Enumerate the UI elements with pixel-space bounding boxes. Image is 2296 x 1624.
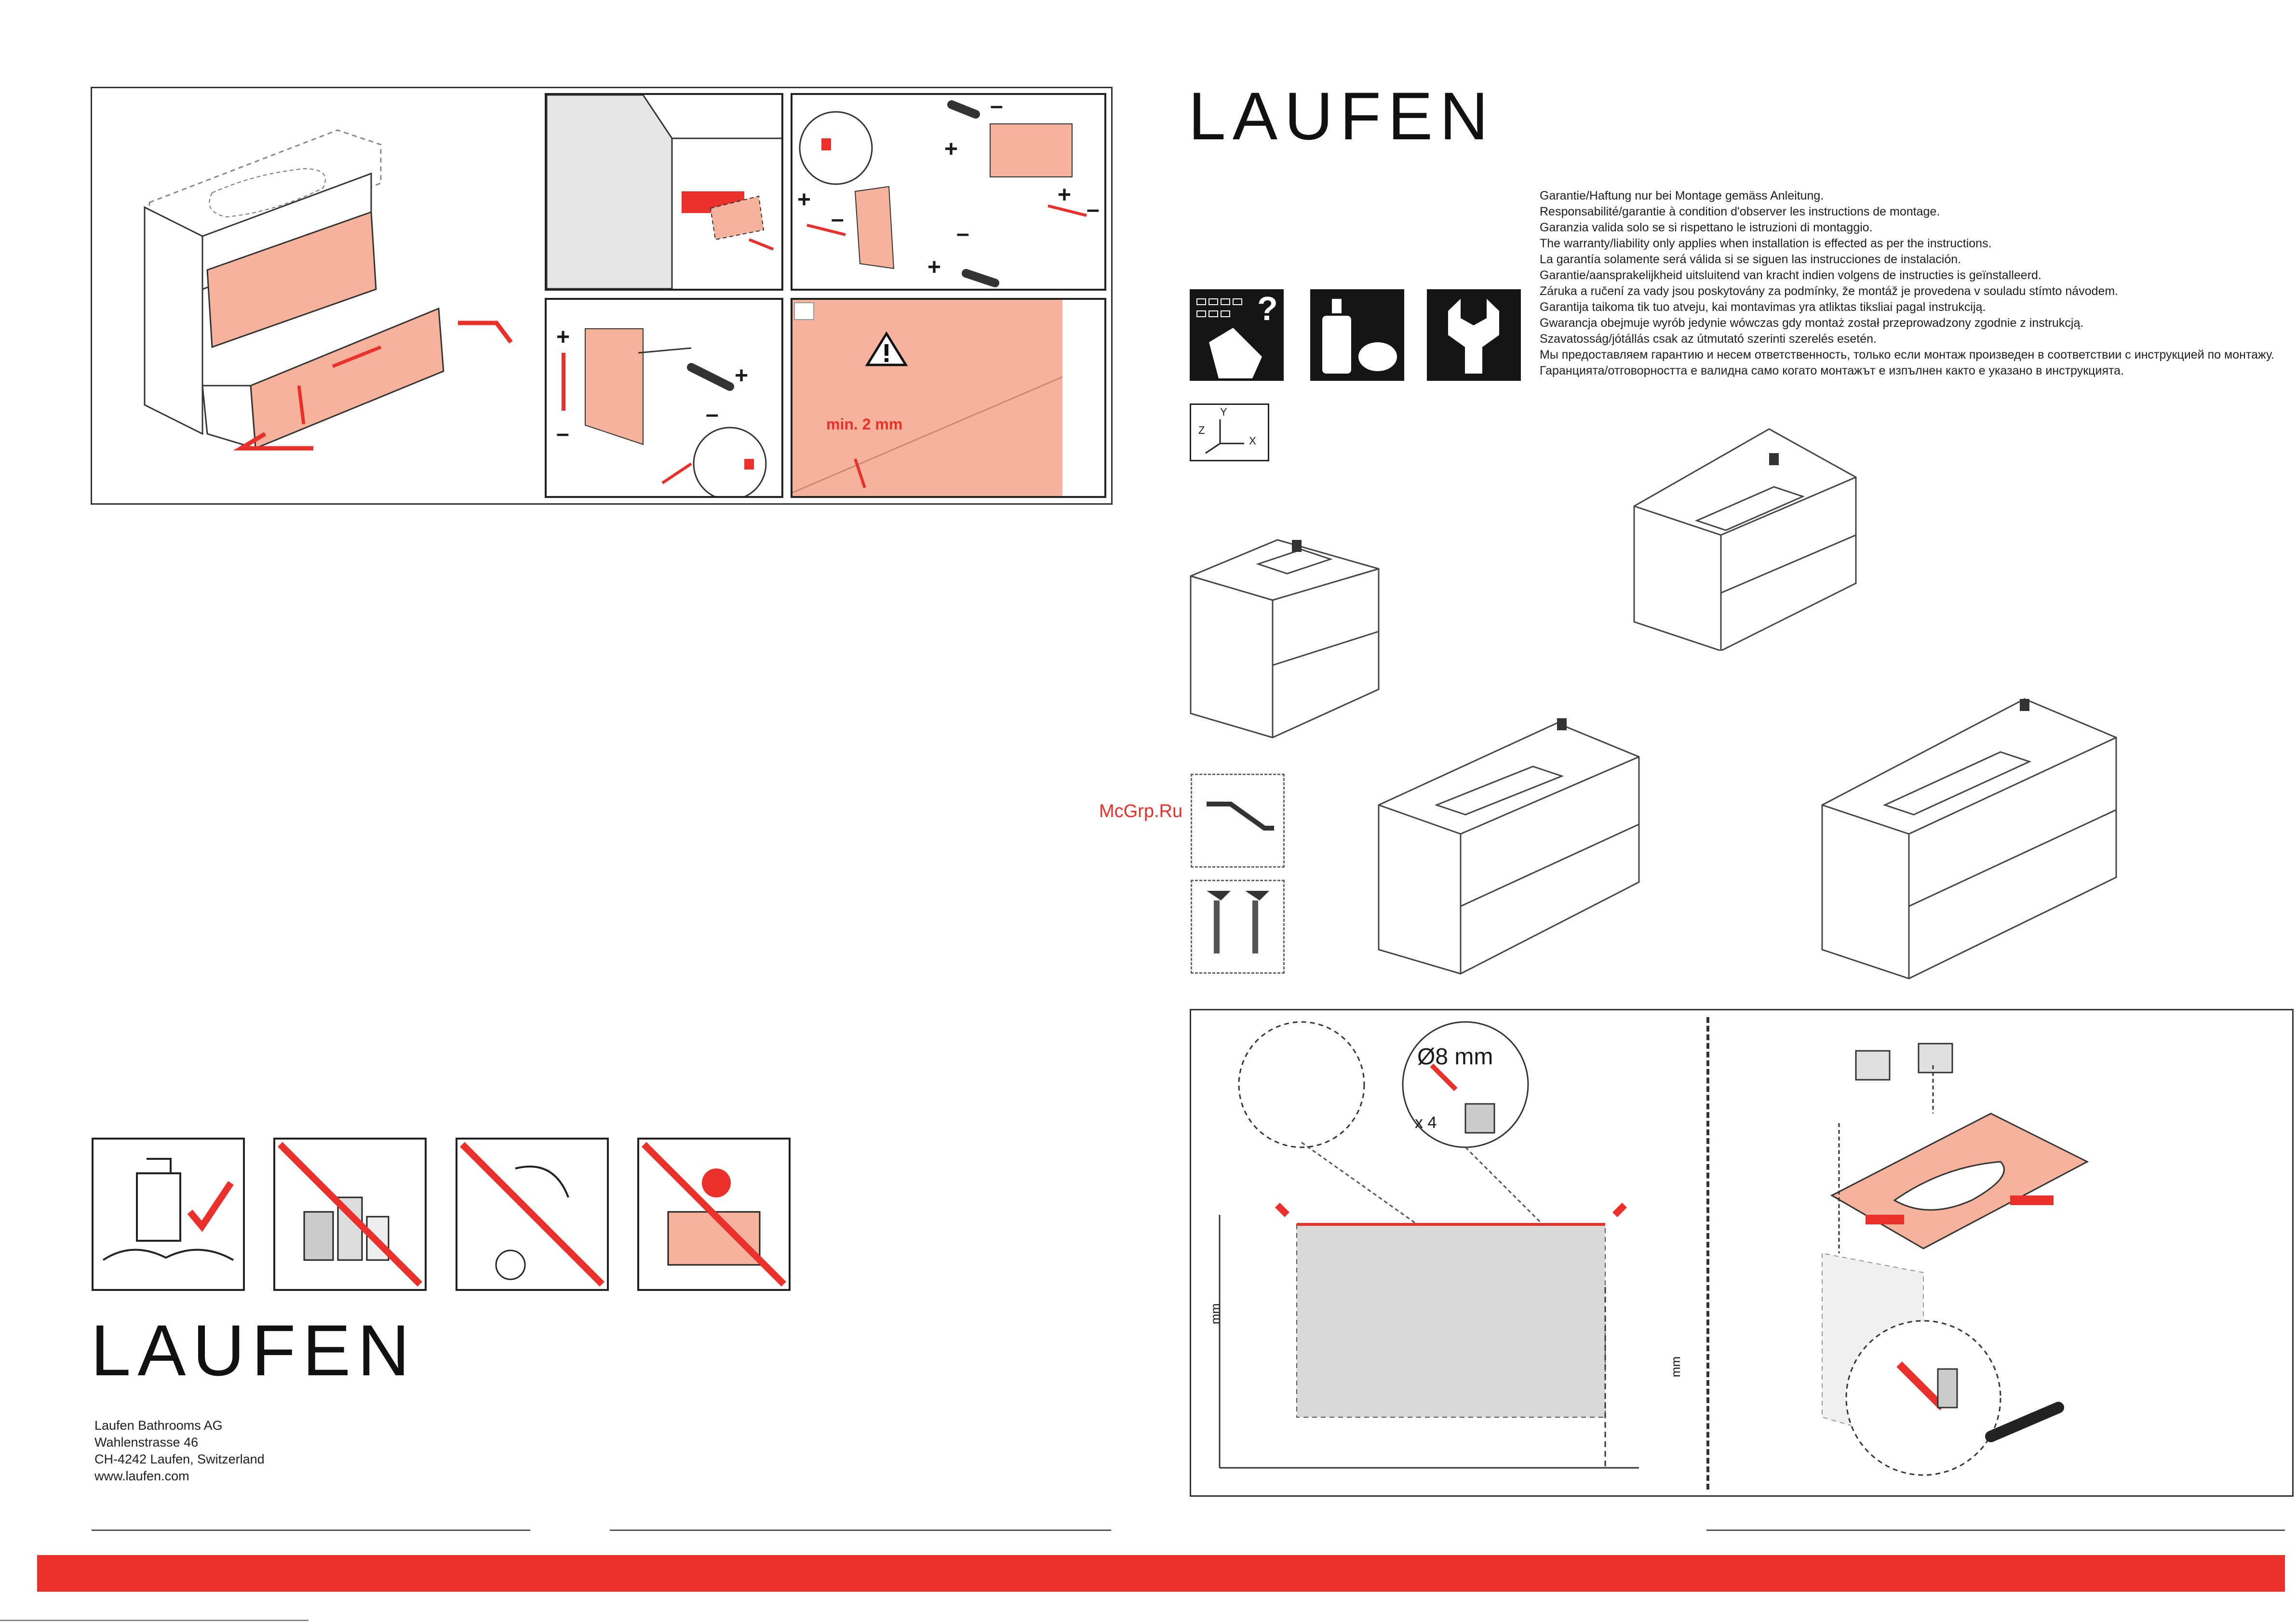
minus-label: –	[706, 402, 719, 427]
address-company: Laufen Bathrooms AG	[94, 1418, 223, 1433]
detail-min-gap: min. 2 mm	[791, 298, 1106, 498]
plus-label: +	[927, 255, 941, 280]
address-street: Wahlenstrasse 46	[94, 1435, 199, 1450]
detail-height-adjustment: + – + –	[545, 298, 783, 498]
cabinet-variant-medium	[1633, 428, 1857, 651]
minus-label: –	[556, 421, 569, 446]
mm-label-left: mm	[1208, 1303, 1223, 1325]
minus-label: –	[1087, 197, 1100, 222]
plus-label: +	[944, 136, 958, 162]
address-web[interactable]: www.laufen.com	[94, 1469, 189, 1483]
min-gap-label: min. 2 mm	[826, 416, 903, 433]
panel-divider	[1706, 1017, 1709, 1490]
cabinet-variant-xlarge	[1821, 698, 2117, 980]
care-icon-soap-water-ok	[92, 1138, 245, 1291]
warranty-line: Garantie/Haftung nur bei Montage gemäss …	[1540, 189, 1824, 202]
address-city: CH-4242 Laufen, Switzerland	[94, 1452, 265, 1466]
minus-label: –	[990, 93, 1003, 119]
bottom-rule	[0, 1620, 309, 1621]
care-icon-no-chemicals	[273, 1138, 427, 1291]
footer-rule-left	[92, 1530, 530, 1531]
drilling-layout-diagram	[1219, 1021, 1639, 1469]
watermark: McGrp.Ru	[1099, 801, 1183, 821]
plus-label: +	[735, 363, 749, 389]
warranty-line: Szavatosság/jótállás csak az útmutató sz…	[1540, 332, 1877, 346]
plus-label: +	[797, 187, 811, 213]
laufen-logo: LAUFEN	[91, 1310, 416, 1391]
care-icon-no-steam	[456, 1138, 609, 1291]
warranty-line: Záruka a ručení za vady jsou poskytovány…	[1540, 284, 2119, 298]
axis-z-label: Z	[1198, 424, 1205, 436]
cabinet-variant-small	[1190, 539, 1380, 738]
detail-depth-adjustment: + – + – + – + –	[791, 93, 1106, 291]
warranty-line: Garanzia valida solo se si rispettano le…	[1540, 221, 1873, 234]
cabinet-variant-large	[1378, 718, 1640, 975]
detail-rail-pullout	[545, 93, 783, 291]
plus-label: +	[556, 324, 570, 350]
drill-size-label: Ø8 mm	[1417, 1044, 1493, 1070]
question-mark: ?	[1257, 290, 1278, 327]
care-icon-no-hot-objects	[637, 1138, 791, 1291]
company-address: Laufen Bathrooms AG Wahlenstrasse 46 CH-…	[94, 1417, 265, 1485]
warranty-line: Garantija taikoma tik tuo atveju, kai mo…	[1540, 300, 1986, 314]
axis-x-label: X	[1249, 435, 1256, 447]
warranty-line: The warranty/liability only applies when…	[1540, 237, 1992, 250]
minus-label: –	[956, 221, 969, 246]
basin-mounting-diagram	[1822, 1043, 2089, 1476]
warranty-line: La garantía solamente será válida si se …	[1540, 253, 1961, 266]
cleaning-products-icon	[1310, 289, 1404, 381]
axis-diagram: Y X Z	[1190, 403, 1269, 461]
warranty-line: Gwarancja obejmuje wyrób jedynie wówczas…	[1540, 316, 2084, 330]
wrench-icon	[1427, 289, 1521, 381]
warranty-line: Мы предоставляем гарантию и несем ответс…	[1540, 348, 2274, 362]
plus-label: +	[1058, 182, 1072, 208]
warranty-line: Responsabilité/garantie à condition d'ob…	[1540, 205, 1940, 218]
laufen-logo-right: LAUFEN	[1188, 78, 1495, 154]
cabinet-illustration	[144, 129, 513, 451]
warranty-text: Garantie/Haftung nur bei Montage gemäss …	[1540, 188, 2274, 379]
read-instructions-icon: ?	[1190, 289, 1284, 381]
warranty-line: Garantie/aansprakelijkheid uitsluitend v…	[1540, 268, 2041, 282]
footer-rule-middle	[610, 1530, 1111, 1531]
drill-count-label: x 4	[1415, 1114, 1437, 1132]
footer-red-band	[37, 1555, 2285, 1592]
axis-y-label: Y	[1220, 406, 1227, 418]
mm-label-right: mm	[1668, 1356, 1683, 1378]
footer-rule-right	[1706, 1530, 2285, 1531]
warranty-line: Гаранцията/отговорността е валидна само …	[1540, 364, 2124, 377]
accessory-legs	[1191, 880, 1285, 974]
minus-label: –	[831, 206, 844, 232]
accessory-handle	[1191, 774, 1285, 868]
